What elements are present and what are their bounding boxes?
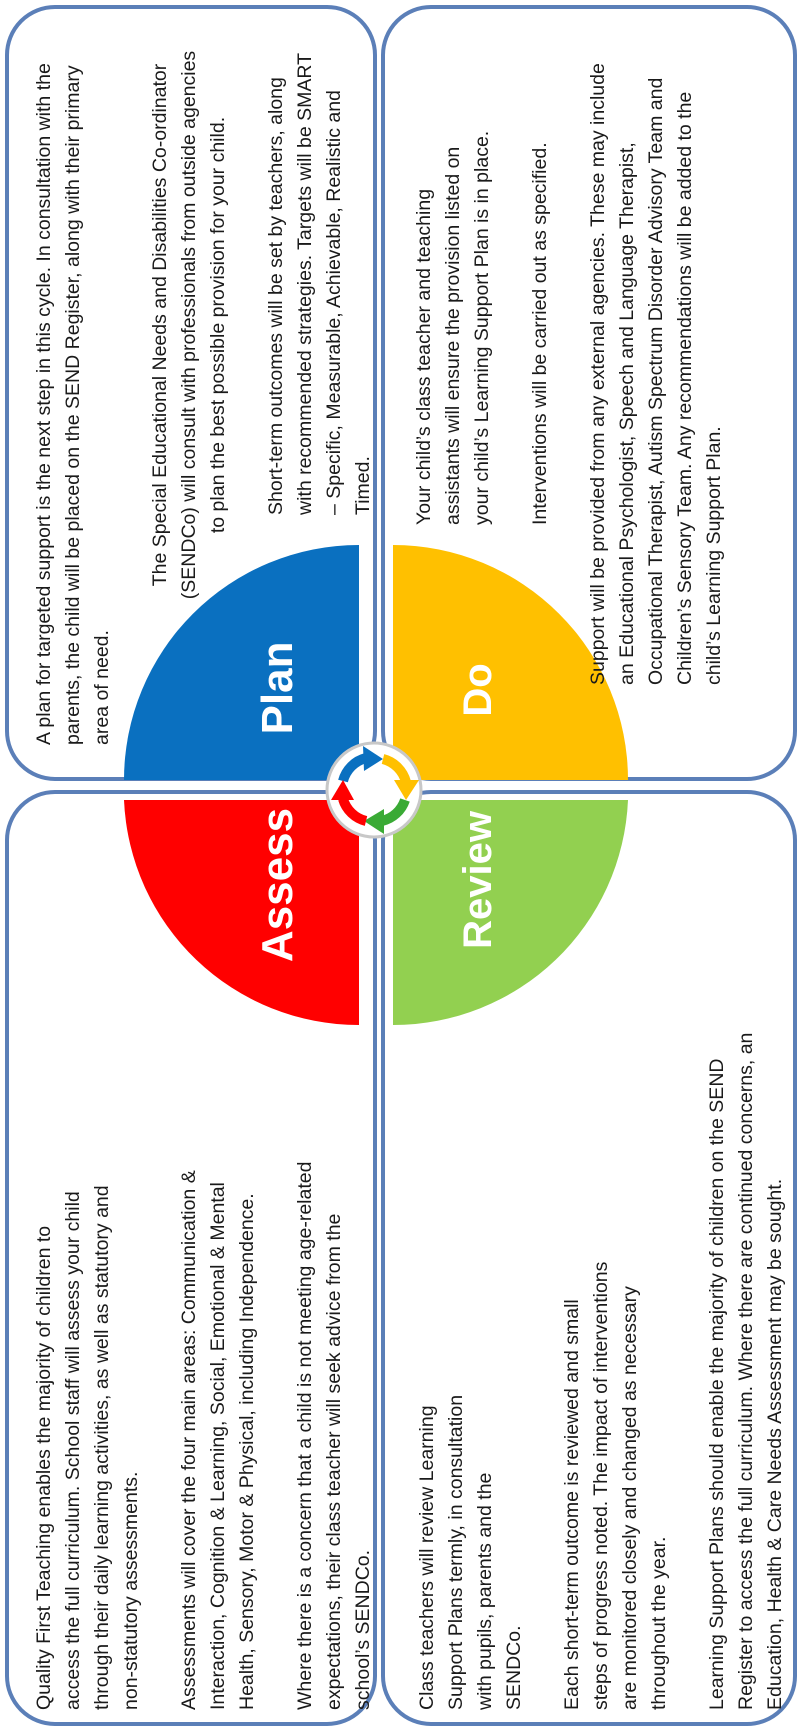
- assess-panel: [5, 790, 377, 1726]
- cycle-arrows-icon: [325, 741, 423, 839]
- do-paragraph-1: Your child’s class teacher and teaching …: [413, 130, 493, 525]
- assess-label: Assess: [253, 808, 302, 962]
- review-paragraph-2: Each short-term outcome is reviewed and …: [561, 1261, 670, 1710]
- do-label: Do: [456, 663, 500, 716]
- review-paragraph-1: Class teachers will review Learning Supp…: [416, 1394, 525, 1710]
- review-paragraph-3: Learning Support Plans should enable the…: [706, 1032, 786, 1710]
- assess-text: Quality First Teaching enables the major…: [30, 810, 378, 1710]
- do-text: Your child’s class teacher and teaching …: [410, 45, 729, 745]
- review-label: Review: [456, 810, 500, 949]
- do-wedge: [393, 545, 628, 780]
- plan-label: Plan: [253, 642, 302, 735]
- assess-paragraph-3: Where there is a concern that a child is…: [294, 1161, 374, 1710]
- do-paragraph-2: Interventions will be carried out as spe…: [529, 142, 551, 525]
- review-panel: [381, 790, 797, 1726]
- plan-paragraph-3: Short-term outcomes will be set by teach…: [265, 53, 374, 515]
- review-text: Class teachers will review Learning Supp…: [413, 1010, 790, 1710]
- do-paragraph-3: Support will be provided from any extern…: [587, 63, 725, 685]
- assess-wedge: [124, 800, 359, 1025]
- plan-wedge: [124, 545, 359, 780]
- plan-text: A plan for targeted support is the next …: [30, 45, 378, 745]
- plan-paragraph-1: A plan for targeted support is the next …: [33, 63, 113, 745]
- review-wedge: [393, 800, 628, 1025]
- assess-paragraph-1: Quality First Teaching enables the major…: [33, 1185, 142, 1710]
- plan-paragraph-2: The Special Educational Needs and Disabi…: [149, 50, 229, 600]
- assess-paragraph-2: Assessments will cover the four main are…: [178, 1170, 258, 1710]
